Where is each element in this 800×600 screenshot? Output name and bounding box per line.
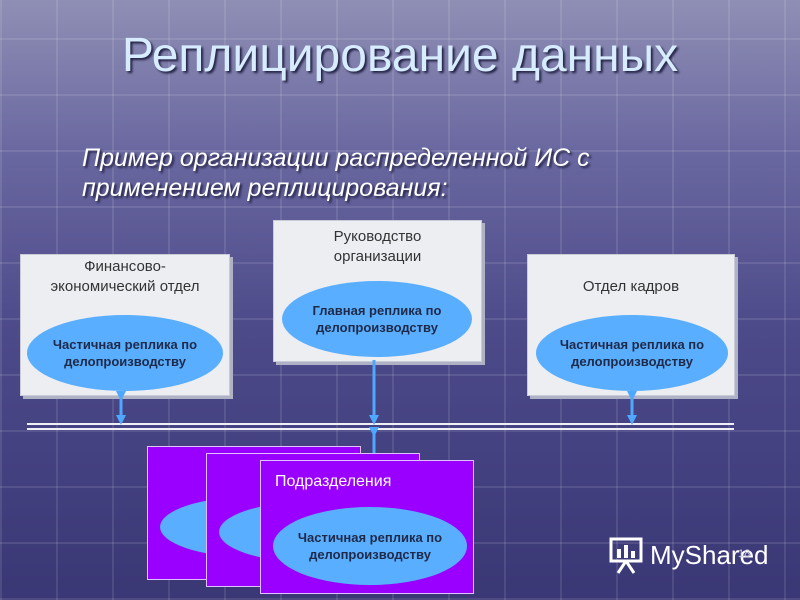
- hr-department-title: Отдел кадров: [582, 278, 680, 295]
- network-bus-top: [27, 423, 734, 425]
- presentation-board-icon: [609, 537, 643, 574]
- network-bus-bottom: [27, 428, 734, 430]
- management-main-replica: Главная реплика по делопроизводству: [282, 281, 472, 357]
- slide-title: Реплицирование данных: [121, 29, 679, 82]
- hr-partial-replica: Частичная реплика по делопроизводству: [536, 315, 728, 391]
- finance-partial-replica: Частичная реплика по делопроизводству: [27, 315, 223, 391]
- finance-department-title: Финансово- экономический отдел: [50, 258, 200, 295]
- management-box: Руководство организации Главная реплика …: [273, 220, 482, 362]
- division-box-front: Подразделения Частичная реплика по делоп…: [260, 460, 474, 594]
- divisions-title: Подразделения: [275, 473, 392, 490]
- finance-department-box: Финансово- экономический отдел Частичная…: [20, 254, 230, 396]
- slide-subtitle: Пример организации распределенной ИС с п…: [82, 144, 590, 202]
- myshared-logo: MyShared: [608, 536, 769, 574]
- hr-department-box: Отдел кадров Частичная реплика по делопр…: [527, 254, 735, 396]
- myshared-brand-text: MyShared: [650, 539, 769, 570]
- management-title: Руководство организации: [333, 228, 422, 265]
- divisions-partial-replica: Частичная реплика по делопроизводству: [273, 507, 467, 585]
- page-number: 18: [738, 548, 751, 560]
